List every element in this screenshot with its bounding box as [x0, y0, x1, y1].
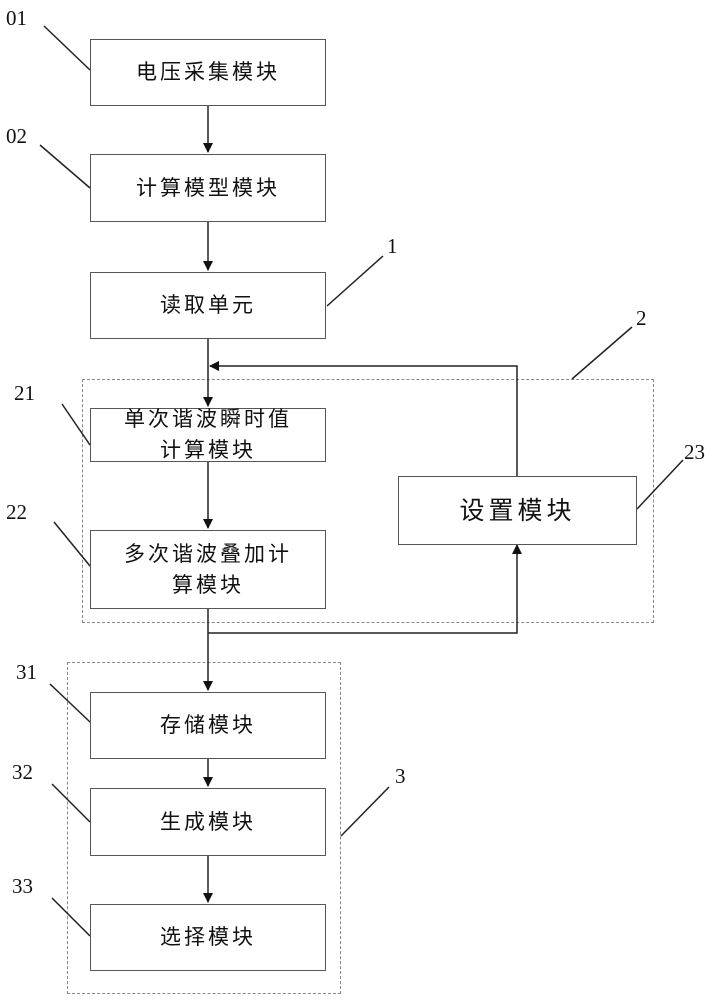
ref-01: 01 [6, 6, 27, 30]
module-selection: 选择模块 [90, 904, 326, 971]
leader-2 [571, 326, 633, 380]
ref-1: 1 [387, 234, 398, 258]
arrow-to-setting [208, 544, 522, 634]
module-generation: 生成模块 [90, 788, 326, 856]
ref-33: 33 [12, 874, 33, 898]
module-label: 计算模型模块 [136, 175, 280, 200]
ref-2: 2 [636, 306, 647, 330]
module-reading-unit: 读取单元 [90, 272, 326, 339]
arrow-from-setting [209, 361, 518, 476]
leader-21 [61, 403, 91, 446]
leader-01 [43, 25, 91, 71]
leader-33 [51, 897, 91, 937]
module-label: 存储模块 [160, 713, 256, 737]
group-3-container [67, 662, 341, 994]
group-2-container [82, 379, 654, 623]
ref-21: 21 [14, 381, 35, 405]
module-label: 生成模块 [160, 809, 256, 834]
module-single-harmonic: 单次谐波瞬时值 计算模块 [90, 407, 326, 462]
module-label-line2: 计算模块 [160, 438, 256, 462]
ref-23: 23 [684, 440, 705, 464]
module-setting: 设置模块 [398, 476, 637, 545]
module-multi-harmonic: 多次谐波叠加计 算模块 [90, 530, 326, 609]
module-label: 选择模块 [160, 925, 256, 949]
ref-31: 31 [16, 660, 37, 684]
module-label-line2: 算模块 [172, 572, 244, 597]
ref-3: 3 [395, 764, 406, 788]
ref-32: 32 [12, 760, 33, 784]
leader-02 [39, 144, 91, 189]
module-label-line1: 多次谐波叠加计 [124, 541, 292, 566]
module-calc-model: 计算模型模块 [90, 154, 326, 222]
module-label: 设置模块 [459, 496, 576, 525]
leader-1 [326, 255, 384, 307]
module-label: 电压采集模块 [136, 60, 280, 84]
leader-31 [49, 683, 91, 723]
leader-22 [53, 521, 91, 567]
ref-02: 02 [6, 124, 27, 148]
module-storage: 存储模块 [90, 692, 326, 759]
module-voltage-acquisition: 电压采集模块 [90, 39, 326, 106]
ref-22: 22 [6, 500, 27, 524]
module-label: 读取单元 [160, 293, 256, 317]
leader-23 [636, 459, 684, 510]
module-label-line1: 单次谐波瞬时值 [124, 407, 292, 431]
leader-32 [51, 783, 91, 823]
leader-3 [340, 786, 390, 837]
